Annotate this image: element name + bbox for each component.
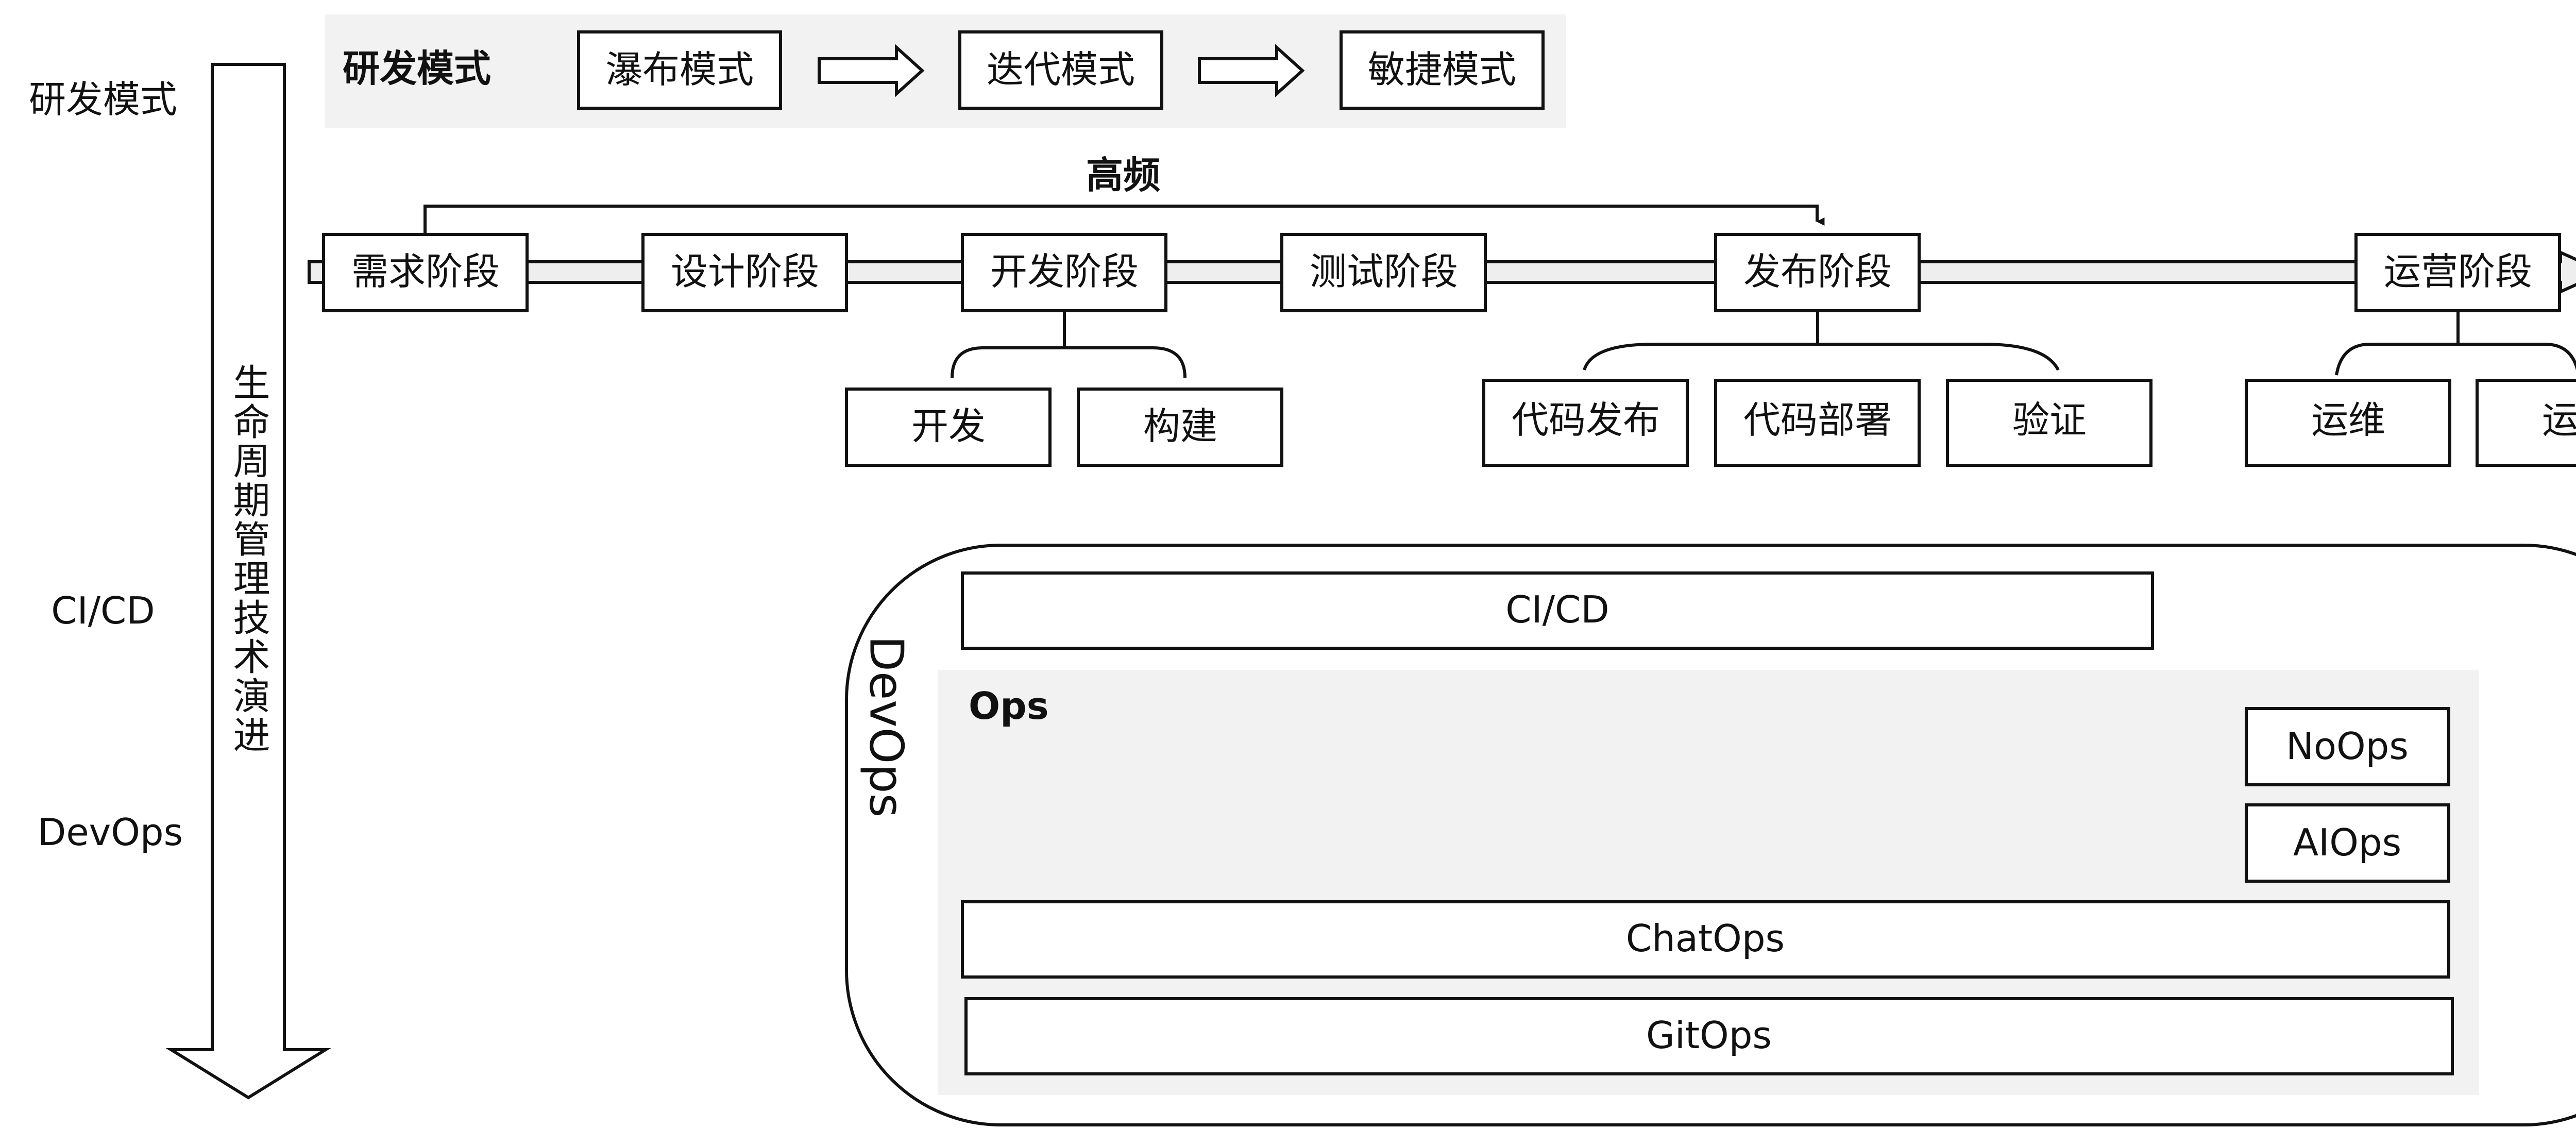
aiops-box <box>2245 803 2450 883</box>
sub-verify-label: 验证 <box>2012 398 2087 442</box>
left-label-cicd: CI/CD <box>51 589 155 632</box>
lifecycle-arrow-label: 生命周期管理技术演进 <box>227 363 270 755</box>
chatops-bar <box>961 900 2450 979</box>
bracket-development <box>951 311 1187 378</box>
stage-box-testing <box>1280 233 1487 312</box>
noops-box <box>2245 707 2450 786</box>
bracket-release <box>1583 311 2060 371</box>
devops-vertical-title: DevOps <box>859 636 913 818</box>
dev-mode-arrow-1 <box>818 44 925 97</box>
stage-design-label: 设计阶段 <box>671 250 819 293</box>
lifecycle-down-arrow <box>165 63 331 1100</box>
sub-box-code-deploy <box>1714 379 1921 467</box>
sub-dev-label: 开发 <box>911 405 986 448</box>
stage-release-label: 发布阶段 <box>1743 250 1892 293</box>
noops-label: NoOps <box>2286 725 2409 768</box>
sub-code-deploy-label: 代码部署 <box>1743 398 1892 442</box>
sub-box-maintenance <box>2245 379 2451 467</box>
ops-title: Ops <box>969 684 1049 728</box>
high-frequency-loop <box>423 205 1825 234</box>
left-label-dev-mode: 研发模式 <box>29 78 177 121</box>
dev-mode-arrow-2 <box>1198 44 1305 97</box>
dev-mode-waterfall-label: 瀑布模式 <box>605 48 754 91</box>
sub-maintenance-label: 运维 <box>2311 398 2385 442</box>
stage-box-design <box>641 233 848 312</box>
sub-box-operation <box>2476 379 2576 467</box>
dev-mode-box-waterfall <box>577 30 782 110</box>
sub-box-code-release <box>1482 379 1689 467</box>
gitops-bar <box>964 997 2454 1075</box>
aiops-label: AIOps <box>2293 821 2401 864</box>
stage-box-operations <box>2354 233 2561 312</box>
stage-testing-label: 测试阶段 <box>1310 250 1458 293</box>
devops-cicd-bar <box>961 571 2154 650</box>
stage-box-requirements <box>322 233 529 312</box>
sub-box-dev <box>845 388 1052 467</box>
high-frequency-label: 高频 <box>1086 154 1160 197</box>
dev-mode-iterative-label: 迭代模式 <box>987 48 1135 91</box>
stage-requirements-label: 需求阶段 <box>351 250 500 293</box>
left-label-devops: DevOps <box>38 811 183 854</box>
sub-build-label: 构建 <box>1143 405 1217 448</box>
dev-mode-agile-label: 敏捷模式 <box>1368 48 1516 91</box>
sub-code-release-label: 代码发布 <box>1512 398 1660 442</box>
dev-mode-title: 研发模式 <box>343 47 491 90</box>
dev-mode-box-iterative <box>958 30 1163 110</box>
stage-development-label: 开发阶段 <box>990 250 1139 293</box>
sub-box-verify <box>1946 379 2153 467</box>
chatops-label: ChatOps <box>1626 917 1785 960</box>
devops-cicd-label: CI/CD <box>1505 588 1609 631</box>
sub-operation-label: 运营 <box>2542 398 2576 442</box>
dev-mode-box-agile <box>1340 30 1545 110</box>
sub-box-build <box>1077 388 1283 467</box>
gitops-label: GitOps <box>1646 1014 1772 1057</box>
bracket-operations <box>2335 311 2576 376</box>
stage-operations-label: 运营阶段 <box>2384 250 2532 293</box>
